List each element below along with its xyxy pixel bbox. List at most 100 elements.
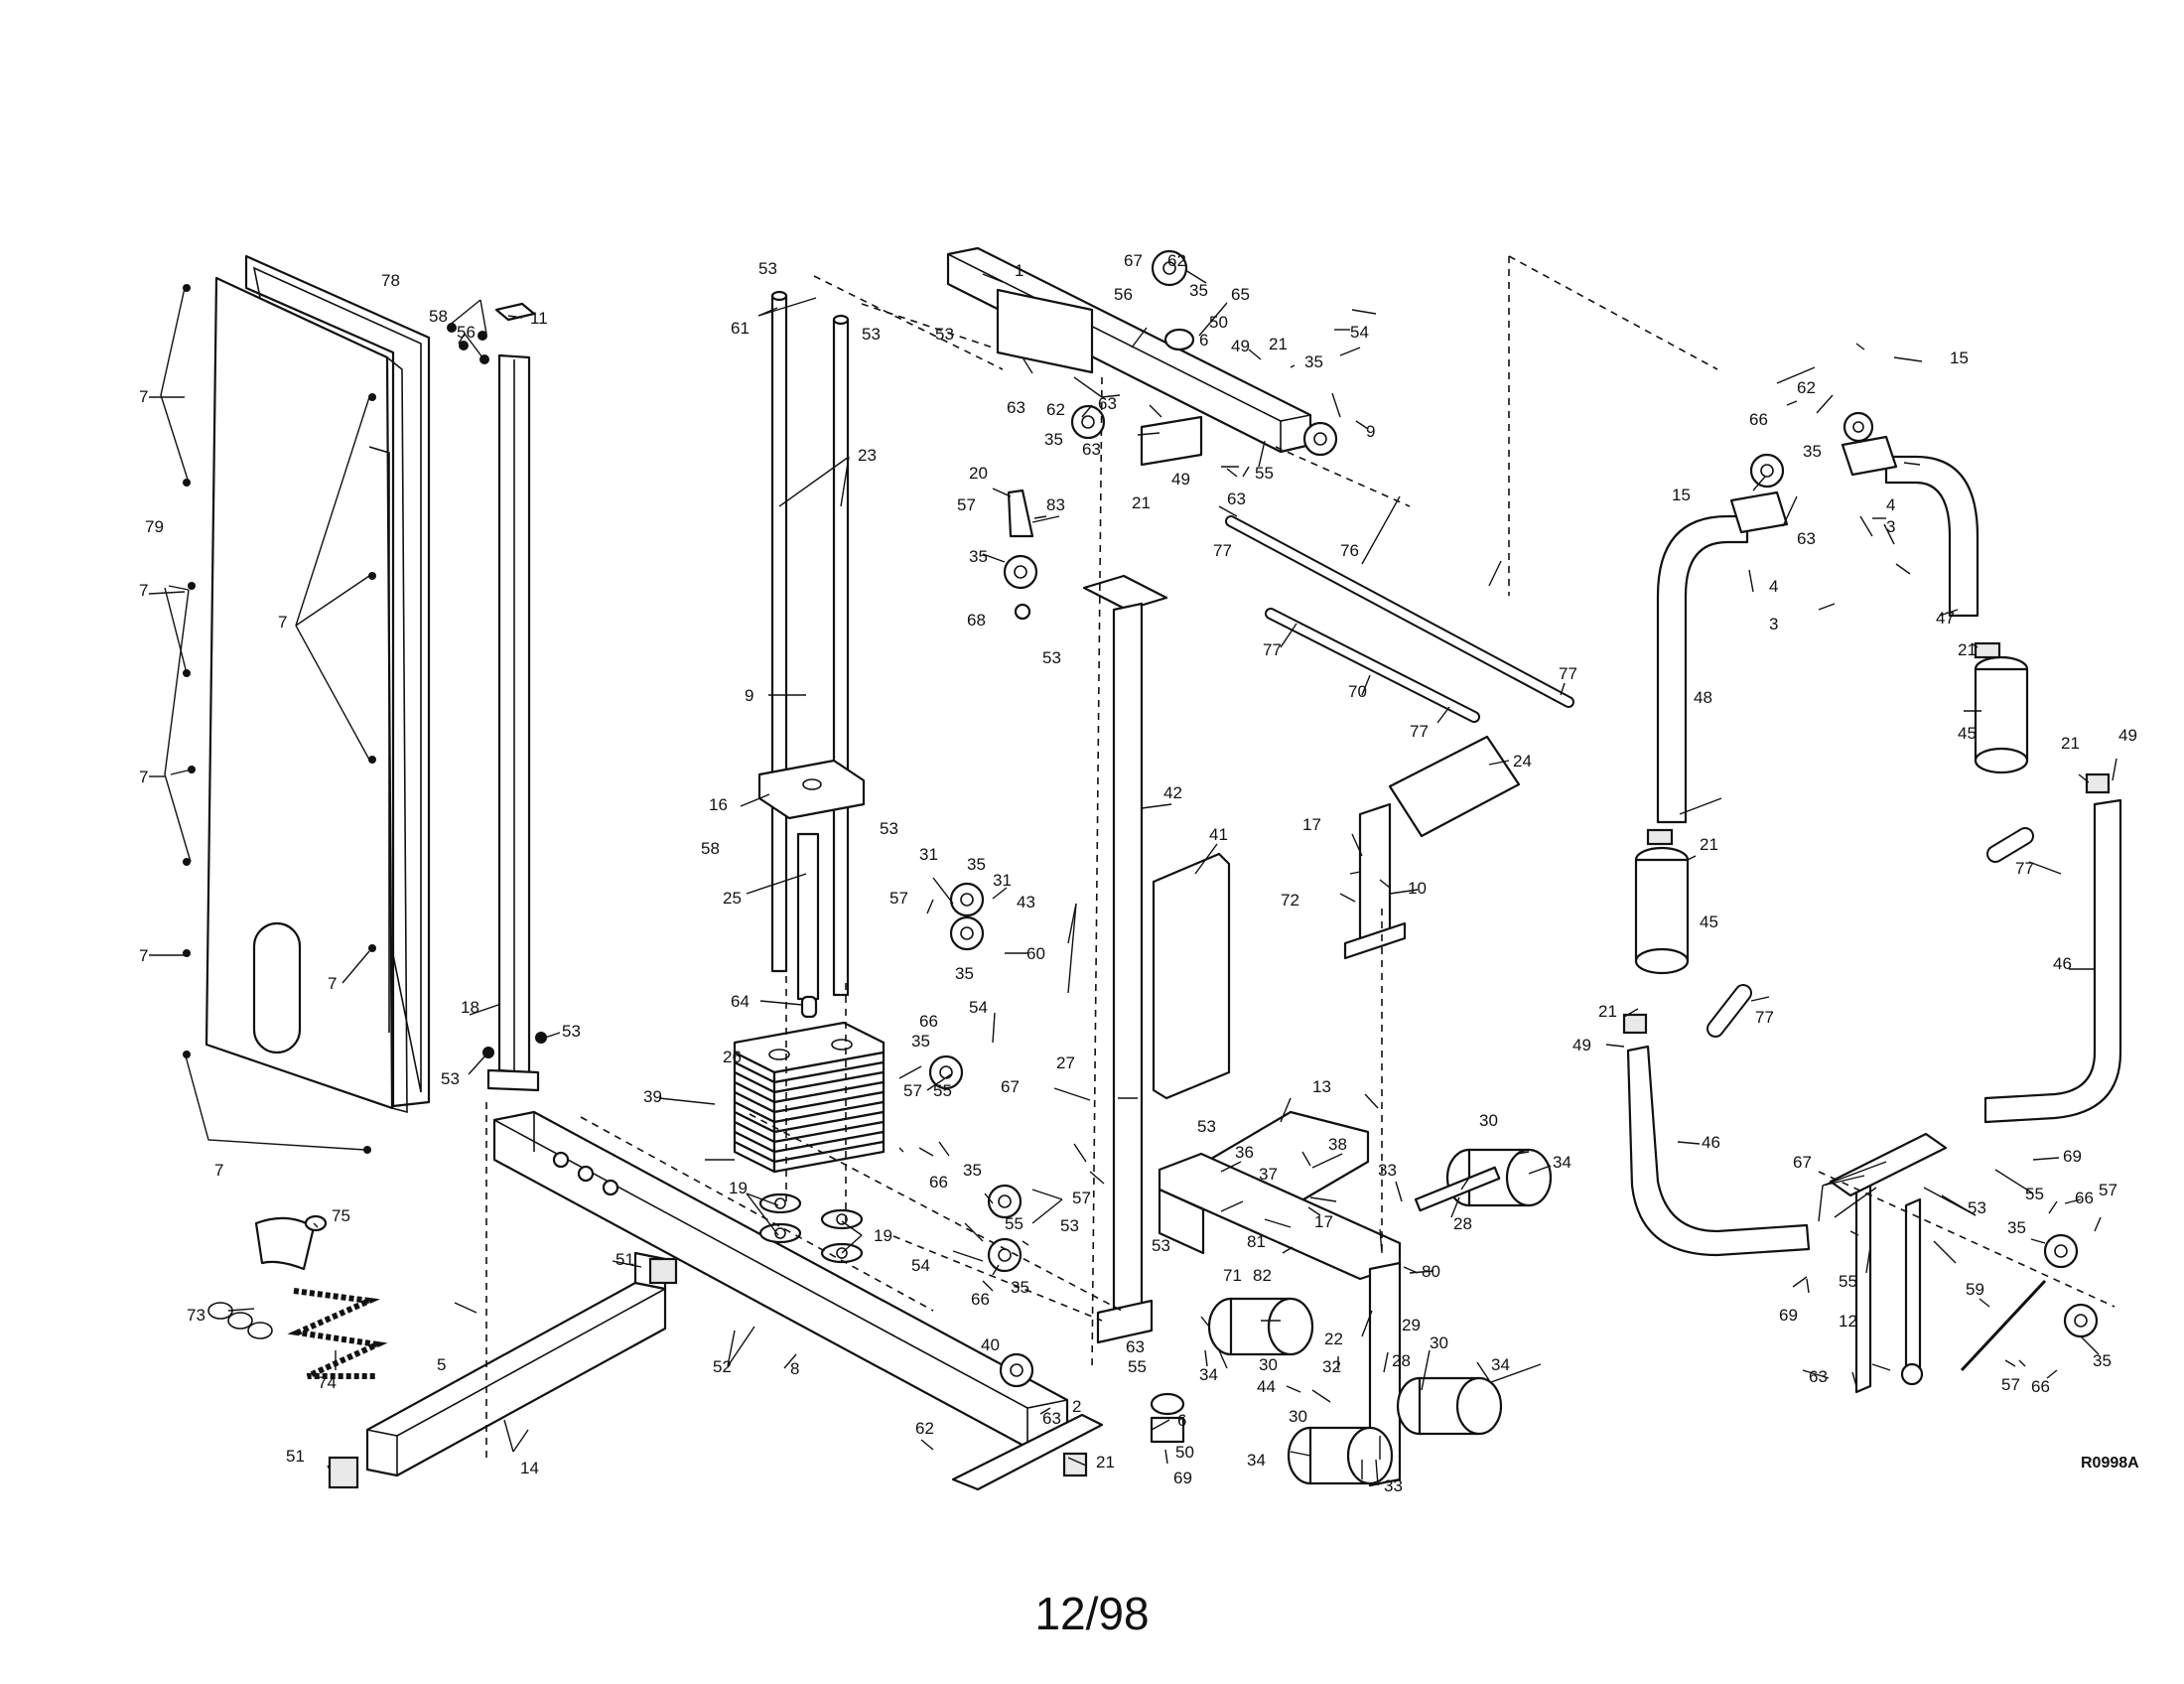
callout-46: 46 [1702,1133,1720,1152]
callout-35: 35 [955,964,974,983]
callout-53: 53 [935,325,954,344]
callout-63: 63 [1809,1367,1828,1386]
callout-35: 35 [967,855,986,874]
callout-34: 34 [1553,1153,1571,1172]
callout-77: 77 [1755,1008,1774,1027]
arm-bracket-top-right [1841,435,1898,477]
callout-70: 70 [1348,682,1367,701]
main-upright-42 [1082,574,1168,1344]
callout-53: 53 [1042,648,1061,667]
callout-30: 30 [1259,1355,1278,1374]
callout-21: 21 [1700,835,1718,854]
callout-76: 76 [1340,541,1359,560]
press-arm-48 [1656,514,1749,824]
callout-62: 62 [1167,251,1186,270]
callout-83: 83 [1046,495,1065,514]
pulley-bracket-50 [1150,1416,1185,1444]
callout-60: 60 [1026,944,1045,963]
callout-58: 58 [701,839,720,858]
callout-leaders [227,269,2117,1486]
chain-74 [287,1288,388,1379]
callout-73: 73 [187,1306,205,1325]
callout-62: 62 [915,1419,934,1438]
callout-16: 16 [709,795,728,814]
callout-62: 62 [1797,378,1816,397]
callout-77: 77 [1263,640,1282,659]
callout-53: 53 [1197,1117,1216,1136]
callout-56: 56 [1114,285,1133,304]
callout-26: 26 [723,1048,742,1066]
callout-36: 36 [1235,1143,1254,1162]
callout-55: 55 [1839,1272,1857,1291]
callout-45: 45 [1958,724,1977,743]
callout-35: 35 [963,1161,982,1180]
callout-29: 29 [1402,1316,1421,1334]
pivot-frame-12 [1829,1132,1948,1394]
callout-30: 30 [1479,1111,1498,1130]
callout-2: 2 [1072,1397,1081,1416]
callout-35: 35 [911,1032,930,1051]
callout-57: 57 [2099,1181,2117,1199]
short-bar-70 [1265,608,1480,723]
callout-20: 20 [969,464,988,483]
callout-63: 63 [1042,1409,1061,1428]
callout-67: 67 [1124,251,1143,270]
callout-53: 53 [1968,1198,1986,1217]
callout-21: 21 [2061,734,2080,753]
seat-frame-36 [1158,1152,1402,1281]
callout-3: 3 [1769,615,1778,633]
callout-71: 71 [1223,1266,1242,1285]
swivel-bracket-20 [1007,489,1034,538]
weight-stack-26 [733,1021,886,1174]
backrest-41 [1152,852,1231,1100]
callout-77: 77 [1213,541,1232,560]
callout-68: 68 [967,611,986,630]
page-date: 12/98 [1034,1588,1150,1639]
callout-25: 25 [723,889,742,908]
callout-7: 7 [139,946,148,965]
callout-64: 64 [731,992,750,1011]
callout-67: 67 [1793,1153,1812,1172]
callout-62: 62 [1046,400,1065,419]
callout-80: 80 [1422,1262,1440,1281]
callout-81: 81 [1247,1232,1266,1251]
callout-51: 51 [286,1447,305,1466]
carabiners-73 [207,1302,273,1339]
callout-49: 49 [1171,470,1190,489]
callout-61: 61 [731,319,750,338]
end-cap-51-bottom [328,1456,359,1489]
callout-4: 4 [1769,577,1778,596]
callout-57: 57 [1072,1189,1091,1207]
callout-39: 39 [643,1087,662,1106]
callout-23: 23 [858,446,877,465]
callout-69: 69 [2063,1147,2082,1166]
rubber-bumpers-19 [758,1193,864,1264]
callout-31: 31 [919,845,938,864]
callout-7: 7 [328,974,337,993]
callout-66: 66 [2031,1377,2050,1396]
callout-45: 45 [1700,912,1718,931]
roller-tube-28 [1414,1166,1501,1212]
callout-51: 51 [615,1250,634,1269]
callout-28: 28 [1392,1351,1411,1370]
floor-pulley-6 [1150,1392,1185,1416]
callout-19: 19 [729,1179,748,1197]
cable-ball-68 [1014,603,1031,621]
callout-35: 35 [2007,1218,2026,1237]
callout-31: 31 [993,871,1012,890]
axle-59 [1960,1279,2047,1372]
callout-55: 55 [1255,464,1274,483]
callout-12: 12 [1839,1312,1857,1331]
callout-7: 7 [139,768,148,786]
callout-53: 53 [862,325,881,344]
callout-63: 63 [1098,394,1117,413]
callout-57: 57 [903,1081,922,1100]
callout-7: 7 [278,613,287,632]
shroud-screw-leaders [148,287,370,1151]
callout-35: 35 [1304,352,1323,371]
end-cap-21-grip-right [1974,641,2001,659]
callout-57: 57 [2001,1375,2020,1394]
foam-grips-45 [1634,655,2029,975]
callout-53: 53 [562,1022,581,1041]
